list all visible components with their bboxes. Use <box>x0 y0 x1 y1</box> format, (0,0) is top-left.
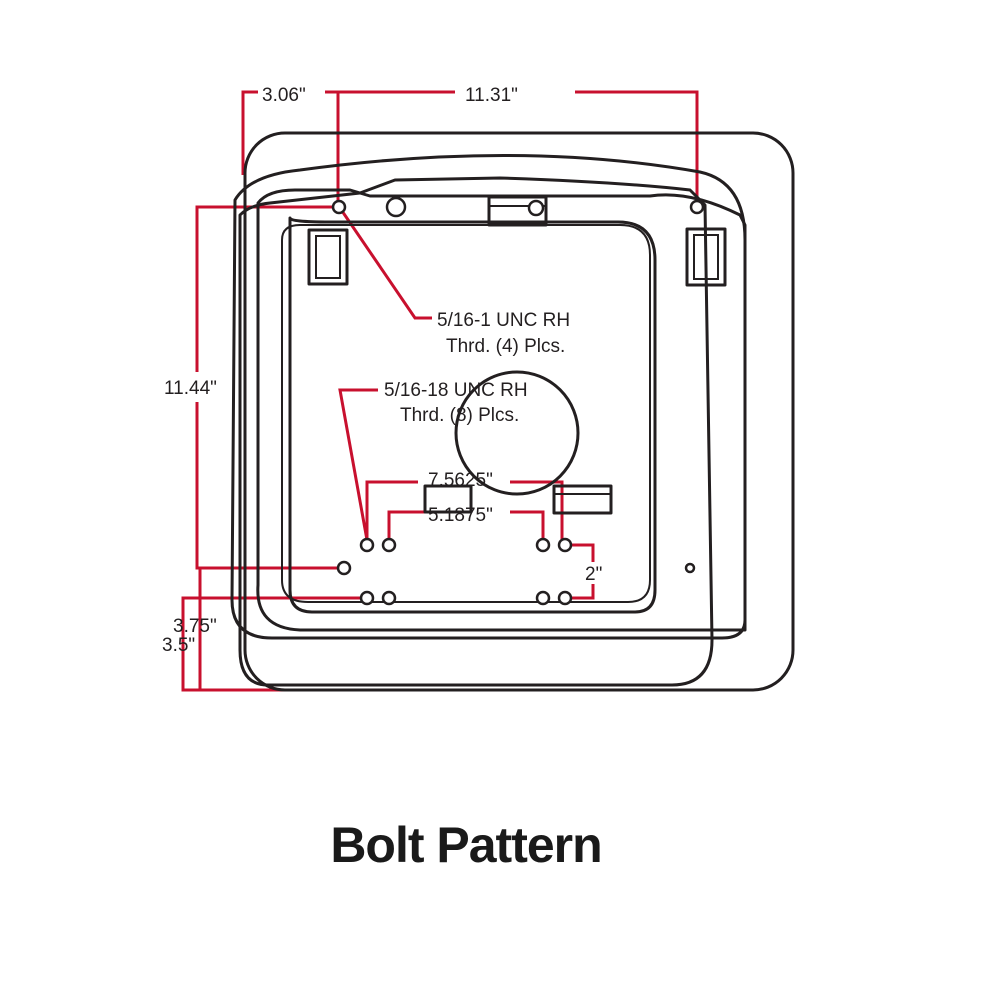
dim-line-7-5625 <box>365 480 564 543</box>
bolt-hole <box>684 562 696 574</box>
seat-plate-outlines <box>230 131 795 692</box>
dim-label-11-44: 11.44" <box>164 378 217 399</box>
bolt-hole <box>331 199 347 215</box>
dimension-lines <box>181 90 699 692</box>
right-slot-inner <box>693 234 719 280</box>
dim-line-3-75 <box>181 596 367 692</box>
bolt-holes <box>331 196 705 606</box>
dim-label-5-1875: 5.1875" <box>428 505 493 526</box>
bolt-hole <box>557 537 573 553</box>
right-bracket <box>552 484 613 515</box>
dim-label-3-5: 3.5" <box>162 635 195 656</box>
bolt-hole <box>535 537 551 553</box>
bolt-hole <box>381 590 397 606</box>
center-opening <box>454 370 580 496</box>
dim-label-11-31: 11.31" <box>465 85 518 106</box>
callout-top-thread-line2: Thrd. (4) Plcs. <box>446 336 565 357</box>
top-bracket-hole <box>527 199 545 217</box>
right-slot <box>685 227 727 287</box>
bolt-hole <box>381 537 397 553</box>
callout-mid-thread-line2: Thrd. (8) Plcs. <box>400 405 519 426</box>
dim-line-3-06 <box>241 90 340 205</box>
bolt-hole <box>535 590 551 606</box>
thread-callouts: 5/16-1 UNC RH Thrd. (4) Plcs. 5/16-18 UN… <box>384 310 570 426</box>
dim-line-2 <box>565 543 595 600</box>
dim-label-2: 2" <box>585 564 602 585</box>
bolt-hole <box>359 590 375 606</box>
slots <box>307 195 727 515</box>
left-slot <box>307 228 349 286</box>
dim-line-3-5 <box>198 566 342 690</box>
bolt-hole <box>336 560 352 576</box>
dim-label-7-5625: 7.5625" <box>428 470 493 491</box>
dim-line-11-31 <box>338 90 699 205</box>
bolt-hole <box>359 537 375 553</box>
center-bracket <box>423 484 473 514</box>
second-plate <box>230 153 747 640</box>
dim-line-5-1875 <box>387 510 545 543</box>
diagram-caption: Bolt Pattern <box>330 817 601 873</box>
outer-plate <box>243 131 795 692</box>
base-plate <box>238 176 714 687</box>
callout-mid-thread-line1: 5/16-18 UNC RH <box>384 380 528 401</box>
callout-top-thread-line1: 5/16-1 UNC RH <box>437 310 570 331</box>
inner-plate-edge <box>281 224 651 603</box>
dim-label-3-06: 3.06" <box>262 85 306 106</box>
bolt-hole <box>557 590 573 606</box>
inner-plate <box>288 216 657 614</box>
pivot-hole <box>385 196 407 218</box>
dim-label-3-75: 3.75" <box>173 616 217 637</box>
bolt-hole <box>689 199 705 215</box>
leader-top-thread <box>338 207 432 320</box>
top-bracket <box>487 195 548 227</box>
dimension-labels: 3.06" 11.31" 11.44" 7.5625" 5.1875" 2" 3… <box>162 85 602 656</box>
left-slot-inner <box>315 235 341 279</box>
leader-mid-thread <box>338 388 378 541</box>
dim-line-11-44 <box>195 205 342 570</box>
